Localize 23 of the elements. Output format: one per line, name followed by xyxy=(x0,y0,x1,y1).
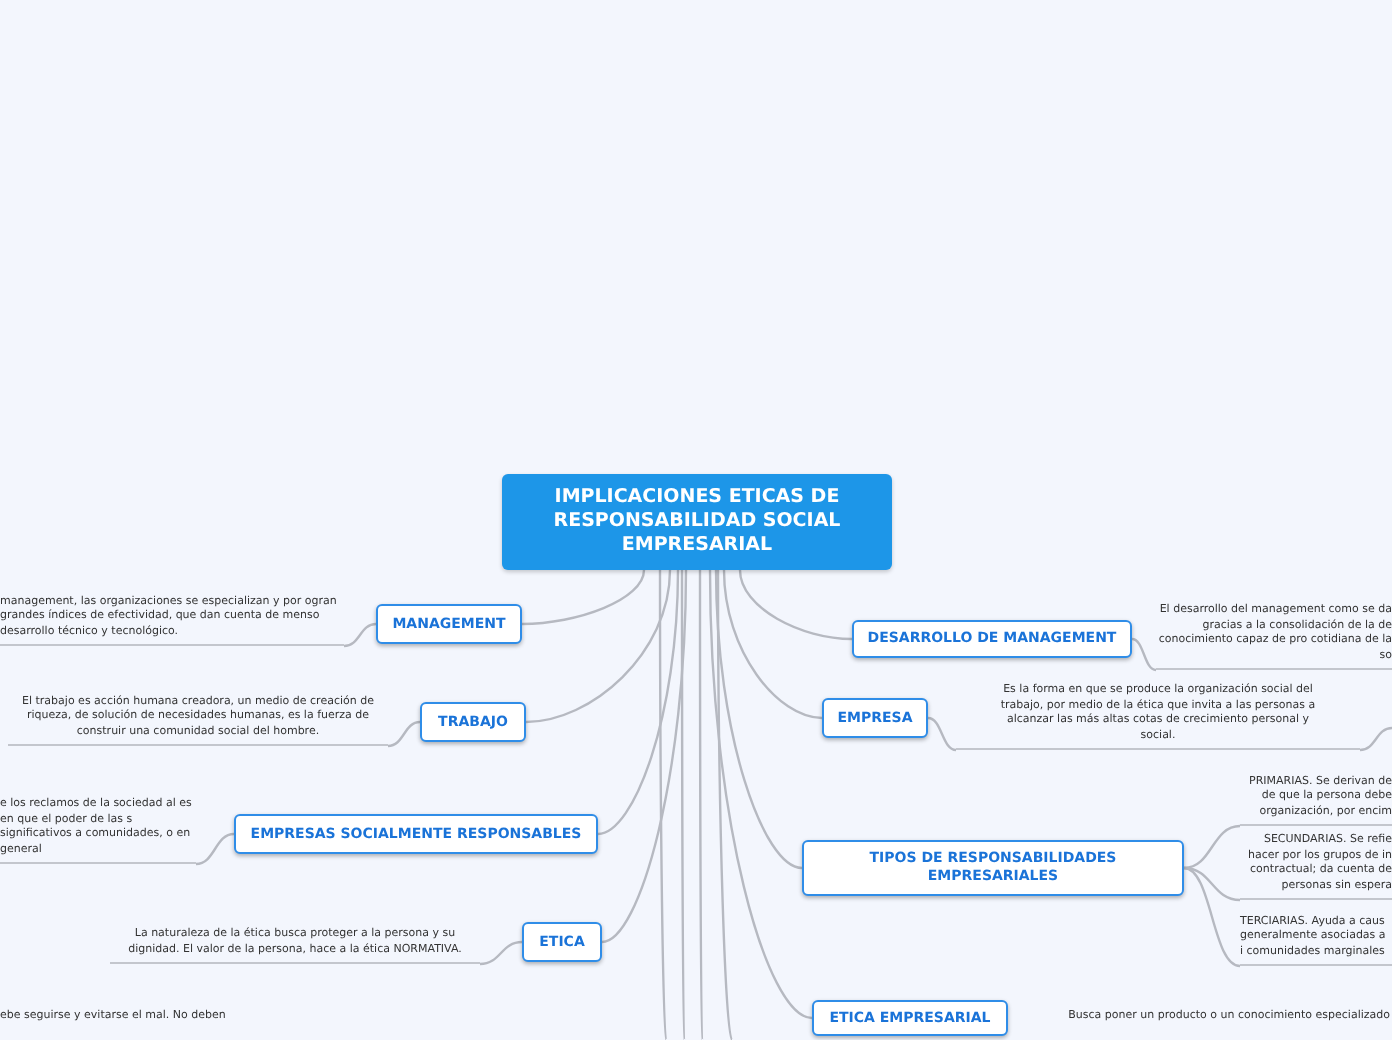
connector-line xyxy=(387,720,421,748)
connector-line xyxy=(597,569,680,836)
connector-line xyxy=(716,570,734,1040)
connector-line xyxy=(927,716,957,752)
connector-line xyxy=(1183,824,1241,870)
connector-line xyxy=(680,570,686,1040)
connector-line xyxy=(1183,866,1241,968)
connector-line xyxy=(708,569,813,1020)
connector-line xyxy=(722,569,823,720)
connector-line xyxy=(525,569,672,724)
connector-line xyxy=(195,832,235,866)
connector-line xyxy=(1183,866,1241,902)
connector-line xyxy=(601,569,688,944)
connector-line xyxy=(1131,637,1157,672)
central-topic: IMPLICACIONES ETICAS DE RESPONSABILIDAD SOCIAL EMPRESARIAL xyxy=(502,474,892,570)
connector-line xyxy=(521,569,646,626)
connector-line xyxy=(1359,726,1392,752)
connector-line xyxy=(698,570,704,1040)
connector-line xyxy=(343,622,377,648)
connector-line xyxy=(738,569,853,641)
connector-line xyxy=(658,570,668,1040)
connector-line xyxy=(479,940,523,966)
connector-line xyxy=(714,569,803,870)
